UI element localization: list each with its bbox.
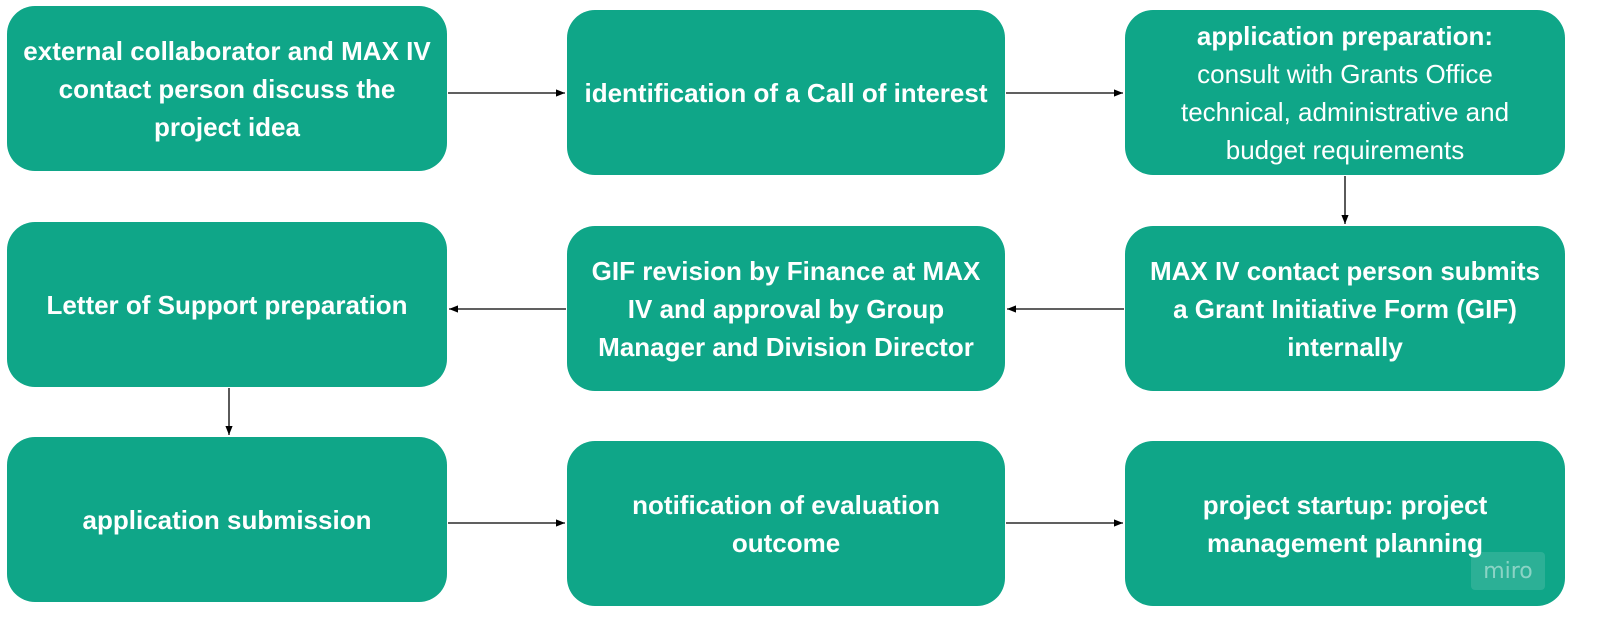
step-identify-call: identification of a Call of interest: [567, 10, 1005, 175]
step-gif-revision: GIF revision by Finance at MAX IV and ap…: [567, 226, 1005, 391]
step-submit-gif: MAX IV contact person submits a Grant In…: [1125, 226, 1565, 391]
step-evaluation-notification: notification of evaluation outcome: [567, 441, 1005, 606]
step-application-submission: application submission: [7, 437, 447, 602]
step-text: application submission: [82, 504, 372, 535]
step-project-startup: project startup: project management plan…: [1125, 441, 1565, 606]
step-application-preparation: application preparation: consult with Gr…: [1125, 10, 1565, 175]
step-text: external collaborator and MAX IV contact…: [23, 35, 431, 142]
step-text: GIF revision by Finance at MAX IV and ap…: [591, 255, 981, 362]
step-text: Letter of Support preparation: [46, 289, 408, 320]
step-text: MAX IV contact person submits a Grant In…: [1149, 255, 1541, 362]
step-letter-of-support: Letter of Support preparation: [7, 222, 447, 387]
step-heading: application preparation:: [1196, 20, 1494, 51]
step-text: notification of evaluation outcome: [632, 489, 940, 558]
step-discuss-project-idea: external collaborator and MAX IV contact…: [7, 6, 447, 171]
miro-watermark: miro: [1471, 552, 1545, 590]
step-text: project startup: project management plan…: [1202, 489, 1488, 558]
step-text: identification of a Call of interest: [584, 77, 988, 108]
step-text: consult with Grants Office technical, ad…: [1180, 58, 1510, 165]
